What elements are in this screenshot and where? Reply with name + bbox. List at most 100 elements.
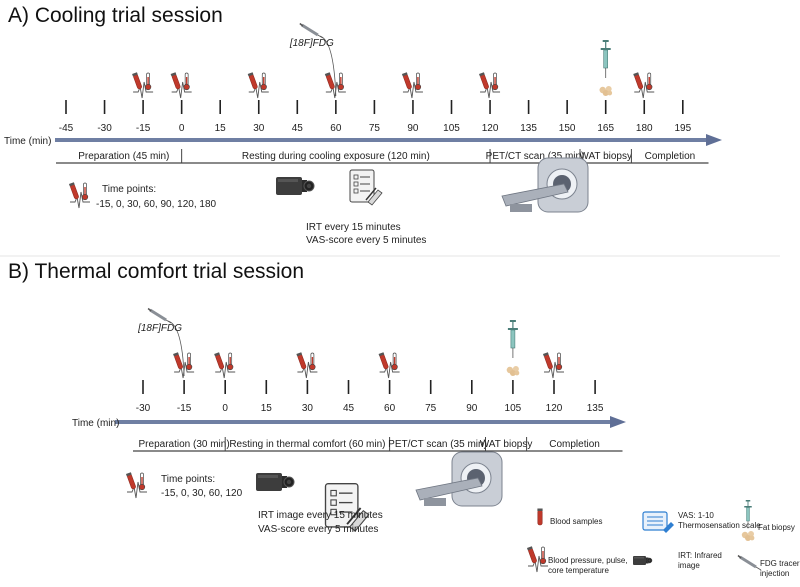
fat-tissue-icon [506, 366, 520, 376]
blood-pressure-marker-icon [379, 352, 400, 378]
fdg-tracer-line [319, 35, 337, 97]
tick-label: 30 [302, 403, 314, 414]
tick-label: 135 [587, 403, 604, 414]
tick-label: 120 [482, 123, 499, 134]
phase-label: Resting in thermal comfort (60 min) [229, 439, 385, 450]
fdg-tracer-label: [18F]FDG [289, 38, 334, 49]
tick-label: -45 [59, 123, 74, 134]
blood-pressure-marker-icon [171, 72, 192, 98]
tick-label: -30 [97, 123, 112, 134]
phase-label: Preparation (45 min) [78, 151, 169, 162]
section-b-pet-ct-scanner-icon [415, 451, 503, 507]
legend-vas-icon [642, 511, 675, 534]
tick-label: 75 [425, 403, 437, 414]
section-a-irt-camera-icon [275, 176, 315, 196]
phase-label: Resting during cooling exposure (120 min… [242, 151, 430, 162]
section-a-time-points-values: -15, 0, 30, 60, 90, 120, 180 [96, 199, 217, 210]
blood-pressure-marker-icon [248, 72, 269, 98]
legend-blood-sample-icon [536, 508, 544, 526]
legend-blood-pressure: Blood pressure, pulse, core temperature [548, 556, 630, 575]
section-a-ticks: -45 -30 -15 0 15 30 45 60 75 90 105 120 135 150 165 180… [59, 100, 692, 134]
fdg-tracer-label: [18F]FDG [137, 323, 182, 334]
tick-label: 135 [520, 123, 537, 134]
tick-label: -15 [136, 123, 151, 134]
section-b-time-points-values: -15, 0, 30, 60, 120 [161, 488, 243, 499]
tick-label: 105 [443, 123, 460, 134]
legend: Blood samples Blood pressure, pulse, cor… [527, 499, 800, 578]
legend-fat-biopsy: Fat biopsy [758, 523, 795, 532]
biopsy-syringe-icon [507, 319, 519, 359]
tick-label: 15 [261, 403, 273, 414]
tick-label: 75 [369, 123, 381, 134]
phase-label: Completion [549, 439, 600, 450]
blood-pressure-marker-icon [296, 352, 317, 378]
section-b-time-points-title: Time points: [161, 474, 215, 485]
tick-label: 165 [597, 123, 614, 134]
tick-label: 60 [384, 403, 396, 414]
fdg-tracer-syringe-icon [298, 22, 325, 40]
section-a-phases: Preparation (45 min) Resting during cooli… [56, 149, 709, 164]
phase-label: PET/CT scan (35 min) [486, 151, 585, 162]
blood-pressure-marker-icon [633, 72, 654, 98]
section-b-irt-frequency: IRT image every 15 minutes [258, 510, 383, 521]
blood-pressure-marker-icon [479, 72, 500, 98]
section-a-time-points-title: Time points: [102, 184, 156, 195]
section-b-title: B) Thermal comfort trial session [8, 260, 304, 283]
tick-label: 90 [407, 123, 419, 134]
section-b-vas-frequency: VAS-score every 5 minutes [258, 524, 378, 535]
section-a-axis-arrowhead [706, 134, 722, 146]
fat-tissue-icon [599, 86, 613, 96]
section-a-bp-legend-icon [69, 182, 90, 208]
legend-blood-pressure-icon [527, 546, 548, 572]
section-b-bp-legend-icon [126, 472, 147, 498]
tick-label: 180 [636, 123, 653, 134]
legend-fat-icon [741, 531, 755, 541]
tick-label: 105 [505, 403, 522, 414]
biopsy-syringe-icon [600, 39, 612, 79]
thermal-comfort-trial-section: B) Thermal comfort trial session -30 -15 0… [8, 260, 626, 535]
tick-label: 30 [253, 123, 265, 134]
legend-irt-camera-icon [632, 555, 653, 566]
blood-pressure-marker-icon [214, 352, 235, 378]
section-b-axis-arrowhead [610, 416, 626, 428]
tick-label: 90 [466, 403, 478, 414]
section-a-title: A) Cooling trial session [8, 4, 223, 27]
legend-vas: VAS: 1-10 Thermosensation scale [678, 511, 761, 530]
legend-fdg-tracer-icon [736, 554, 763, 572]
section-a-pet-ct-scanner-icon [501, 157, 589, 213]
fdg-tracer-syringe-icon [146, 307, 173, 325]
tick-label: -15 [177, 403, 192, 414]
tick-label: 60 [330, 123, 342, 134]
tick-label: 150 [559, 123, 576, 134]
blood-pressure-marker-icon [402, 72, 423, 98]
phase-label: PET/CT scan (35 min) [388, 439, 487, 450]
cooling-trial-section: A) Cooling trial session -45 -30 -15 0 15 30 4… [4, 4, 722, 246]
blood-pressure-marker-icon [543, 352, 564, 378]
phase-label: Preparation (30 min) [139, 439, 230, 450]
tick-label: 0 [222, 403, 228, 414]
tick-label: 0 [179, 123, 185, 134]
tick-label: -30 [136, 403, 151, 414]
section-a-axis-label: Time (min) [4, 136, 51, 147]
legend-irt: IRT: Infrared image [678, 551, 724, 570]
fdg-tracer-line [167, 320, 185, 377]
tick-label: 45 [292, 123, 304, 134]
tick-label: 15 [215, 123, 227, 134]
section-a-vas-frequency: VAS-score every 5 minutes [306, 235, 426, 246]
phase-label: Completion [645, 151, 696, 162]
section-a-irt-frequency: IRT every 15 minutes [306, 222, 401, 233]
phase-label: WAT biopsy [579, 151, 632, 162]
section-b-phases: Preparation (30 min)Resting in thermal c… [133, 437, 623, 452]
legend-fdg: FDG tracer injection [760, 559, 800, 578]
tick-label: 120 [546, 403, 563, 414]
phase-label: WAT biopsy [480, 439, 533, 450]
tick-label: 195 [674, 123, 691, 134]
legend-blood-samples: Blood samples [550, 517, 602, 526]
section-b-axis-label: Time (min) [72, 418, 119, 429]
section-a-events: [18F]FDG [132, 22, 654, 99]
blood-pressure-marker-icon [132, 72, 153, 98]
section-a-vas-form-icon [349, 169, 383, 206]
section-b-irt-camera-icon [255, 472, 295, 492]
tick-label: 45 [343, 403, 355, 414]
